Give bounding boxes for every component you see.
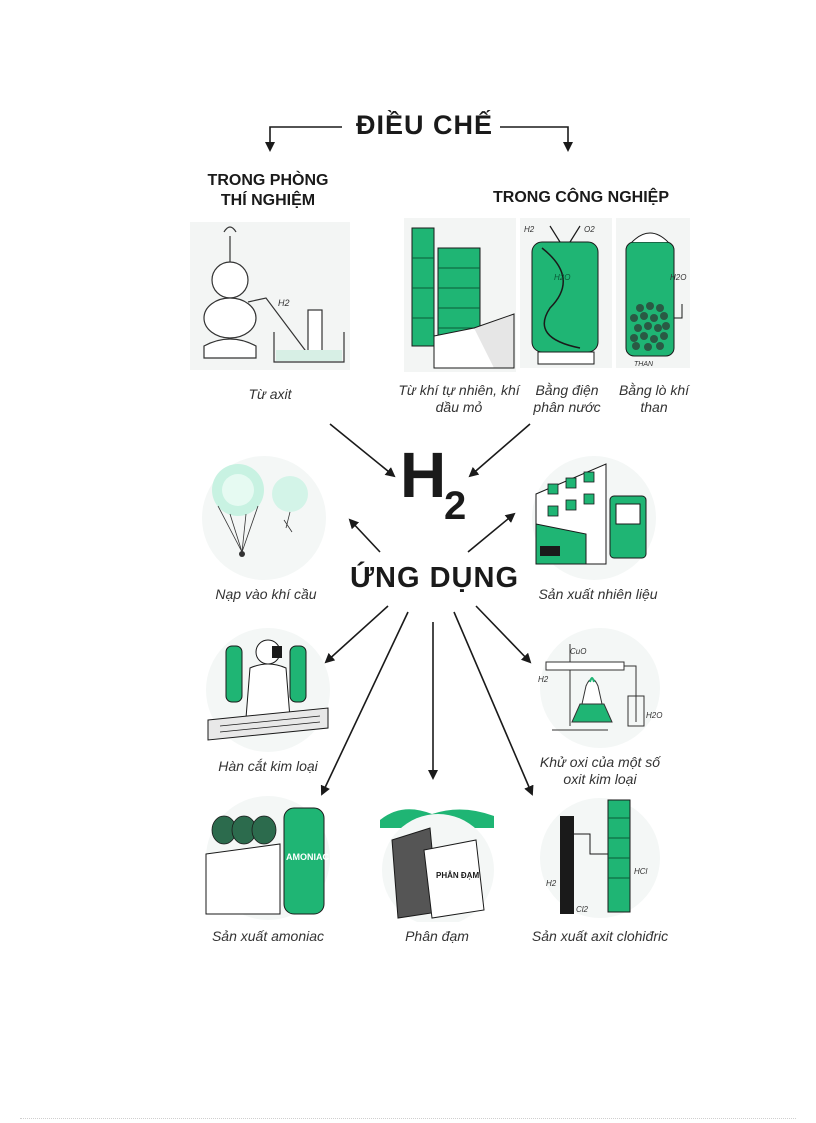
caption-hcl: Sản xuất axit clohiđric	[531, 928, 669, 944]
caption-electrolysis: Bằng điện phân nước	[533, 382, 601, 415]
reduction-h2-label: H2	[538, 675, 549, 684]
caption-fuel: Sản xuất nhiên liệu	[538, 586, 658, 602]
h2-subscript: 2	[444, 484, 467, 528]
arrow-industry-to-h2	[468, 423, 531, 478]
lab-title: TRONG PHÒNG THÍ NGHIỆM	[207, 172, 329, 209]
electrolysis-h2-label: H2	[524, 225, 535, 234]
fertilizer-label: PHÂN ĐẠM	[436, 871, 479, 880]
lab-apparatus-illustration: H2	[190, 222, 350, 370]
lab-h2-label: H2	[278, 298, 290, 308]
hcl-illustration: H2 HCl Cl2	[540, 798, 660, 918]
caption-fertilizer: Phân đạm	[405, 928, 469, 944]
caption-balloon: Nạp vào khí cầu	[215, 586, 317, 602]
caption-natural-gas: Từ khí tự nhiên, khí dầu mỏ	[398, 382, 520, 415]
fuel-illustration	[532, 456, 656, 580]
caption-welding: Hàn cắt kim loại	[218, 758, 318, 774]
page-bottom-border	[20, 1118, 796, 1119]
ammonia-illustration: AMONIAC	[205, 796, 330, 920]
caption-from-acid: Từ axit	[248, 386, 292, 402]
caption-coal-gas: Bằng lò khí than	[618, 382, 690, 415]
hcl-h2-label: H2	[546, 879, 557, 888]
h2-symbol: H 2	[400, 440, 480, 530]
electrolysis-illustration: H2 O2 H2O	[520, 218, 612, 368]
usage-title: ỨNG DỤNG	[350, 562, 520, 594]
arrow-to-ammonia	[320, 611, 409, 796]
arrow-to-lab	[265, 126, 342, 152]
hcl-cl2-label: Cl2	[576, 905, 589, 914]
reduction-cuo-label: CuO	[570, 647, 586, 656]
furnace-h2o-label: H2O	[670, 273, 686, 282]
hcl-hcl-label: HCl	[634, 867, 648, 876]
reduction-illustration: CuO H2 H2O	[538, 628, 662, 748]
arrow-to-industry	[500, 126, 573, 152]
welding-illustration	[206, 628, 330, 752]
arrow-to-reduction	[475, 605, 532, 664]
arrow-lab-to-h2	[329, 423, 396, 478]
h2-letter: H	[400, 439, 447, 511]
electrolysis-o2-label: O2	[584, 225, 595, 234]
balloon-illustration	[202, 456, 326, 580]
arrow-to-balloon	[348, 518, 381, 553]
industry-title: TRONG CÔNG NGHIỆP	[492, 189, 669, 206]
arrow-to-fuel	[467, 512, 516, 553]
ammonia-label: AMONIAC	[286, 852, 329, 862]
arrow-to-hcl	[453, 611, 534, 796]
caption-reduction: Khử oxi của một số oxit kim loại	[539, 754, 661, 787]
gas-plant-illustration	[404, 218, 516, 372]
coal-furnace-illustration: H2O THAN	[616, 218, 690, 368]
caption-ammonia: Sản xuất amoniac	[211, 928, 325, 944]
fertilizer-illustration: PHÂN ĐẠM	[380, 809, 494, 922]
prep-title: ĐIỀU CHẾ	[356, 110, 494, 140]
furnace-coal-label: THAN	[634, 361, 654, 368]
arrow-to-welding	[324, 605, 389, 664]
reduction-h2o-label: H2O	[646, 711, 662, 720]
electrolysis-h2o-label: H2O	[554, 273, 570, 282]
